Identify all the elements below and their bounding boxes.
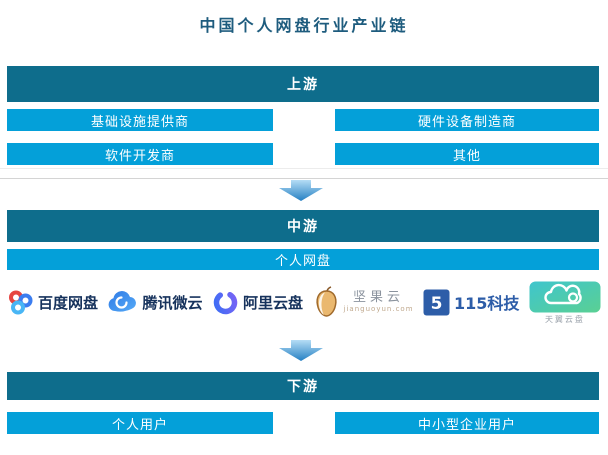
logo-baidu-netdisk: 百度网盘 bbox=[7, 289, 98, 316]
upstream-box-infrastructure: 基础设施提供商 bbox=[7, 109, 273, 131]
company-domain: jianguoyun.com bbox=[343, 305, 414, 313]
company-name: 天翼云盘 bbox=[544, 314, 585, 324]
section-header-downstream: 下游 bbox=[7, 372, 599, 400]
svg-text:5: 5 bbox=[431, 294, 443, 314]
tencent-weiyun-icon bbox=[108, 290, 136, 312]
down-arrow-icon bbox=[279, 340, 323, 361]
aliyun-drive-icon bbox=[213, 290, 238, 314]
nutstore-icon bbox=[315, 286, 337, 317]
115-tech-icon: 5 bbox=[423, 289, 450, 315]
midstream-category-bar: 个人网盘 bbox=[7, 249, 599, 270]
section-header-upstream: 上游 bbox=[7, 66, 599, 102]
divider-line bbox=[0, 168, 608, 169]
logo-tianyi-cloud: 天翼云盘 bbox=[529, 281, 601, 324]
company-name: 百度网盘 bbox=[38, 293, 99, 312]
section-header-midstream: 中游 bbox=[7, 210, 599, 242]
upstream-box-hardware: 硬件设备制造商 bbox=[335, 109, 599, 131]
upstream-box-software: 软件开发商 bbox=[7, 143, 273, 165]
logo-nutstore: 坚果云 jianguoyun.com bbox=[313, 286, 414, 318]
tianyi-cloud-icon bbox=[529, 281, 601, 312]
logo-115-tech: 5 115科技 bbox=[423, 289, 519, 316]
downstream-box-individual: 个人用户 bbox=[7, 412, 273, 434]
logo-tencent-weiyun: 腾讯微云 bbox=[108, 289, 203, 316]
downstream-box-sme: 中小型企业用户 bbox=[335, 412, 599, 434]
company-logos-row: 百度网盘 腾讯微云 阿里云盘 坚果云 jianguoyun.com 5 115科… bbox=[7, 277, 601, 327]
company-name: 腾讯微云 bbox=[142, 293, 203, 312]
company-name: 阿里云盘 bbox=[243, 293, 304, 312]
company-name: 坚果云 bbox=[353, 290, 405, 305]
baidu-netdisk-icon bbox=[9, 290, 33, 314]
page-title: 中国个人网盘行业产业链 bbox=[199, 16, 409, 35]
company-name: 115科技 bbox=[454, 294, 520, 313]
logo-aliyun-drive: 阿里云盘 bbox=[212, 289, 303, 316]
upstream-box-other: 其他 bbox=[335, 143, 599, 165]
nutstore-text: 坚果云 jianguoyun.com bbox=[344, 291, 414, 313]
divider-line bbox=[0, 178, 608, 179]
down-arrow-icon bbox=[279, 180, 323, 201]
